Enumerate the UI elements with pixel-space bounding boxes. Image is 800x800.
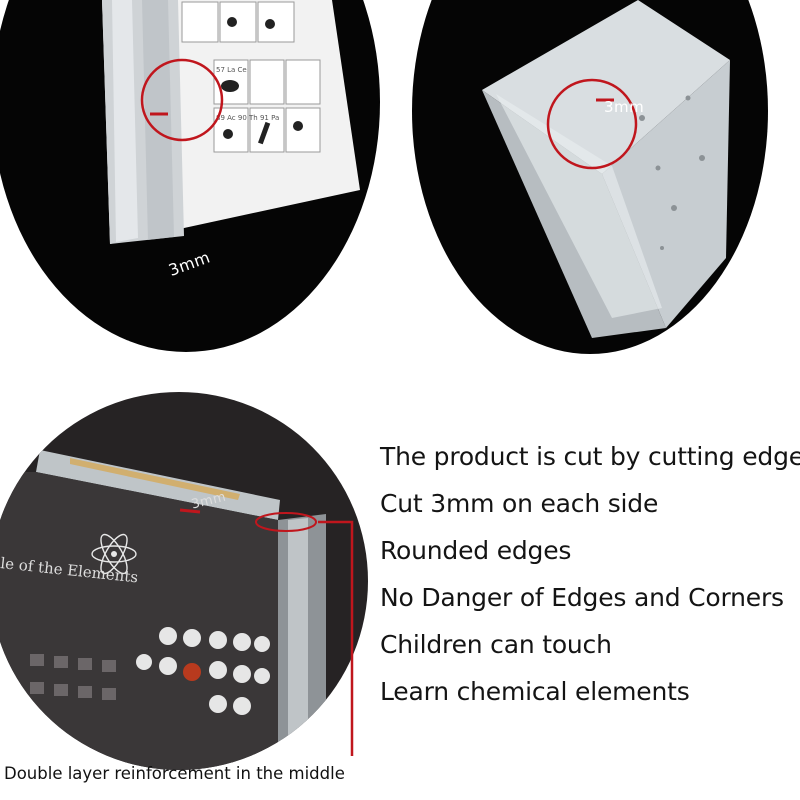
photo-edge-closeup-right <box>412 0 768 354</box>
caption-double-layer: Double layer reinforcement in the middle <box>4 764 345 783</box>
acrylic-block-right-illustration <box>482 0 730 338</box>
measurement-ring <box>255 512 317 532</box>
measurement-circle <box>140 58 224 142</box>
measurement-circle <box>546 78 638 170</box>
acrylic-block-left-illustration: 57 La Ce 89 Ac 90 Th 91 Pa <box>102 0 360 244</box>
photo-edge-closeup-left: 57 La Ce 89 Ac 90 Th 91 Pa <box>0 0 380 352</box>
acrylic-block-bottom-illustration: le of the Elements <box>0 450 326 770</box>
measurement-label: 3mm <box>604 98 645 116</box>
element-cell-text: 89 Ac 90 Th 91 Pa <box>216 114 279 122</box>
feature-text-rounded-edges: Rounded edges <box>380 536 572 565</box>
photo-double-layer-closeup: le of the Elements <box>0 392 368 770</box>
feature-text-cutting-edges: The product is cut by cutting edges <box>380 442 800 471</box>
feature-text-no-danger: No Danger of Edges and Corners <box>380 583 784 612</box>
feature-text-learn: Learn chemical elements <box>380 677 690 706</box>
atom-icon <box>91 533 137 575</box>
element-cell-text: 57 La Ce <box>216 66 247 74</box>
feature-text-children: Children can touch <box>380 630 612 659</box>
feature-text-cut-3mm: Cut 3mm on each side <box>380 489 659 518</box>
